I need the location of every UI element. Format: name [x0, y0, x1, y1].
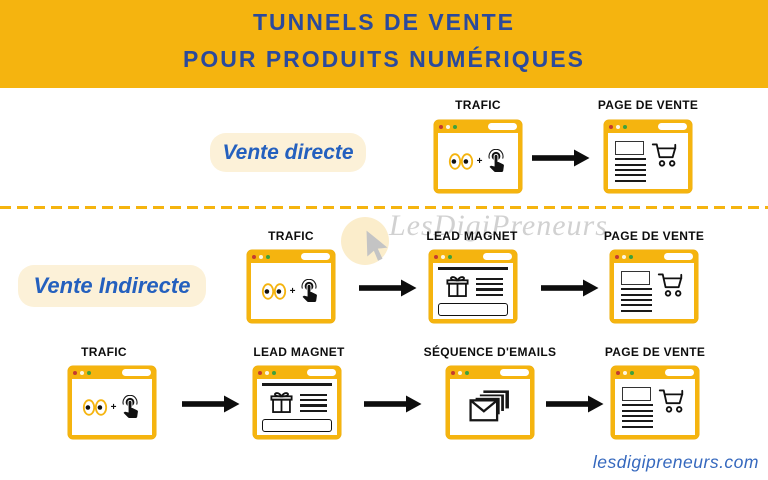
- page-title-line1: TUNNELS DE VENTE: [252, 9, 516, 35]
- sales-copy-block: [622, 386, 653, 431]
- window-dot-green-icon: [87, 370, 91, 375]
- address-bar: [122, 369, 151, 376]
- click-hand-icon: [488, 149, 505, 173]
- window-dot-red-icon: [73, 370, 77, 375]
- address-bar: [307, 369, 336, 376]
- sequence-emails-card-row3: [446, 366, 534, 439]
- window-dot-white-icon: [622, 254, 626, 259]
- eyes-icon: [448, 152, 473, 170]
- gift-icon: [269, 392, 293, 414]
- cart-icon: [658, 389, 684, 413]
- headline-box: [622, 386, 651, 401]
- address-bar: [488, 123, 517, 130]
- step-label-trafic-row2: TRAFIC: [268, 229, 314, 243]
- window-dot-white-icon: [80, 370, 84, 375]
- lead-magnet-card-row2: [429, 250, 517, 323]
- window-dot-green-icon: [623, 124, 627, 129]
- window-dot-white-icon: [616, 124, 620, 129]
- browser-chrome: [434, 120, 522, 133]
- optin-button: [438, 303, 508, 316]
- window-dot-green-icon: [629, 254, 633, 259]
- trafic-card-row3: +: [68, 366, 156, 439]
- window-dot-green-icon: [453, 124, 457, 129]
- flow-arrow-icon: [532, 149, 590, 167]
- plus-sign: +: [476, 155, 483, 167]
- cart-icon: [657, 273, 683, 297]
- window-dot-white-icon: [259, 254, 263, 259]
- address-bar: [665, 369, 694, 376]
- step-label-trafic-row3: TRAFIC: [81, 345, 127, 359]
- watermark-cursor-icon: [366, 230, 388, 261]
- watermark-text: LesDigiPreneurs: [389, 209, 608, 242]
- address-bar: [664, 253, 693, 260]
- step-label-lead-magnet-row3: LEAD MAGNET: [253, 345, 345, 359]
- step-label-sequence-emails-row3: SÉQUENCE D'EMAILS: [423, 345, 557, 359]
- window-dot-red-icon: [615, 254, 619, 259]
- page-title-line2: POUR PRODUITS NUMÉRIQUES: [183, 46, 585, 72]
- emails-icon: [469, 389, 511, 422]
- flow-arrow-icon: [541, 279, 599, 297]
- window-dot-red-icon: [434, 254, 438, 259]
- funnel-label-vente-indirecte: Vente Indirecte: [18, 265, 206, 307]
- sales-copy-block: [615, 140, 646, 185]
- page-de-vente-card-row1: [604, 120, 692, 193]
- window-dot-red-icon: [258, 370, 262, 375]
- window-dot-green-icon: [266, 254, 270, 259]
- window-dot-red-icon: [252, 254, 256, 259]
- trafic-card-row1: +: [434, 120, 522, 193]
- lead-magnet-card-row3: [253, 366, 341, 439]
- flow-arrow-icon: [182, 395, 240, 413]
- window-dot-red-icon: [616, 370, 620, 375]
- window-dot-green-icon: [630, 370, 634, 375]
- address-bar: [500, 369, 529, 376]
- window-dot-green-icon: [448, 254, 452, 259]
- gift-icon: [445, 276, 469, 298]
- window-dot-white-icon: [623, 370, 627, 375]
- trafic-card-row2: +: [247, 250, 335, 323]
- step-label-page-de-vente-row2: PAGE DE VENTE: [603, 229, 705, 243]
- dashed-divider: [0, 206, 768, 209]
- plus-sign: +: [110, 401, 117, 413]
- headline-box: [615, 140, 644, 155]
- window-dot-red-icon: [609, 124, 613, 129]
- address-bar: [301, 253, 330, 260]
- plus-sign: +: [289, 285, 296, 297]
- window-dot-red-icon: [439, 124, 443, 129]
- window-dot-green-icon: [465, 370, 469, 375]
- step-label-page-de-vente-row3: PAGE DE VENTE: [604, 345, 706, 359]
- window-dot-red-icon: [451, 370, 455, 375]
- window-dot-white-icon: [446, 124, 450, 129]
- text-lines: [475, 274, 503, 299]
- address-bar: [483, 253, 512, 260]
- website-url: lesdigipreneurs.com: [592, 452, 759, 472]
- flow-arrow-icon: [546, 395, 604, 413]
- window-dot-white-icon: [458, 370, 462, 375]
- click-hand-icon: [301, 279, 318, 303]
- step-label-page-de-vente-row1: PAGE DE VENTE: [597, 98, 699, 112]
- window-dot-white-icon: [441, 254, 445, 259]
- page-de-vente-card-row2: [610, 250, 698, 323]
- flow-arrow-icon: [364, 395, 422, 413]
- funnel-label-vente-directe: Vente directe: [210, 133, 366, 172]
- cart-icon: [651, 143, 677, 167]
- optin-button: [262, 419, 332, 432]
- window-dot-green-icon: [272, 370, 276, 375]
- header-line: [262, 383, 332, 386]
- eyes-icon: [82, 398, 107, 416]
- header-banner: TUNNELS DE VENTE POUR PRODUITS NUMÉRIQUE…: [0, 0, 768, 88]
- step-label-lead-magnet-row2: LEAD MAGNET: [426, 229, 518, 243]
- flow-arrow-icon: [359, 279, 417, 297]
- click-hand-icon: [122, 395, 139, 419]
- headline-box: [621, 270, 650, 285]
- window-dot-white-icon: [265, 370, 269, 375]
- page-de-vente-card-row3: [611, 366, 699, 439]
- address-bar: [658, 123, 687, 130]
- sales-copy-block: [621, 270, 652, 315]
- header-line: [438, 267, 508, 270]
- eyes-icon: [261, 282, 286, 300]
- text-lines: [299, 390, 327, 415]
- step-label-trafic-row1: TRAFIC: [455, 98, 501, 112]
